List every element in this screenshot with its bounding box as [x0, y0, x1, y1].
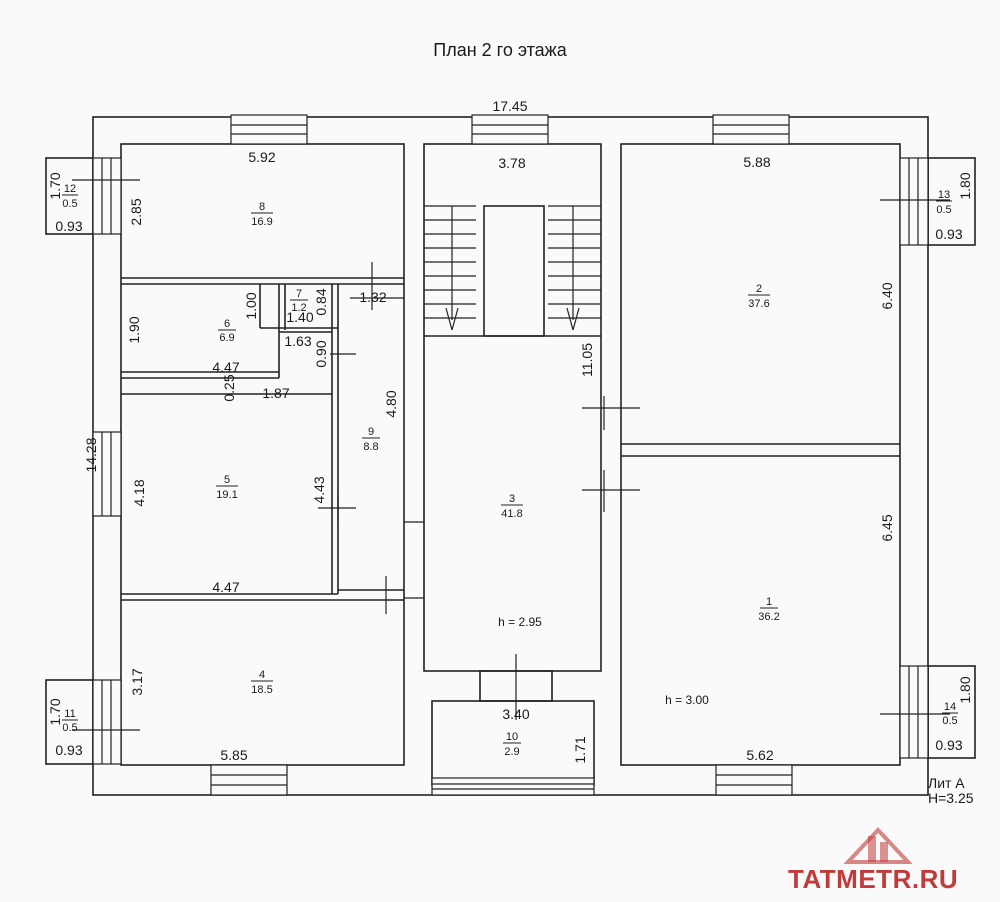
- svg-text:1.2: 1.2: [291, 302, 306, 314]
- room-label-4: 418.5: [251, 669, 273, 696]
- dim-b14-w: 0.93: [935, 737, 962, 753]
- svg-text:4: 4: [259, 669, 265, 681]
- dim-r8-w: 5.92: [248, 149, 275, 165]
- overall-width: 17.45: [492, 98, 527, 114]
- svg-text:6.9: 6.9: [219, 332, 234, 344]
- room-label-8: 816.9: [251, 201, 273, 228]
- svg-text:13: 13: [938, 189, 950, 201]
- room-label-11: 110.5: [62, 708, 78, 734]
- svg-text:36.2: 36.2: [758, 611, 779, 623]
- dim-r4-w: 5.85: [220, 747, 247, 763]
- stair-corridor: [423, 143, 602, 672]
- dim-r9-h: 4.80: [383, 390, 399, 417]
- svg-text:11: 11: [64, 708, 75, 720]
- svg-text:8.8: 8.8: [363, 441, 378, 453]
- room-label-7: 71.2: [290, 288, 308, 314]
- room-label-3: 341.8: [501, 493, 523, 520]
- svg-text:8: 8: [259, 201, 265, 213]
- dim-r2-w: 5.88: [743, 154, 770, 170]
- room-label-2: 237.6: [748, 283, 770, 310]
- dim-b12-w: 0.93: [55, 218, 82, 234]
- dim-b11-h: 1.70: [47, 698, 63, 725]
- dim-r8-h: 2.85: [128, 198, 144, 225]
- dim-r4-h: 3.17: [129, 668, 145, 695]
- dim-r7-w: 1.40: [286, 309, 313, 325]
- svg-text:41.8: 41.8: [501, 508, 522, 520]
- svg-text:37.6: 37.6: [748, 298, 769, 310]
- dim-r5-gap: 0.25: [221, 374, 237, 401]
- svg-text:16.9: 16.9: [251, 216, 272, 228]
- dim-r5-w2: 4.47: [212, 579, 239, 595]
- dim-r10-w: 3.40: [502, 706, 529, 722]
- room-label-13: 130.5: [936, 189, 952, 216]
- dim-r6-w: 4.47: [212, 359, 239, 375]
- svg-text:10: 10: [506, 731, 518, 743]
- dim-r1-w: 5.62: [746, 747, 773, 763]
- svg-text:14: 14: [944, 701, 956, 713]
- dim-stair-w: 3.78: [498, 155, 525, 171]
- svg-text:2: 2: [756, 283, 762, 295]
- svg-text:0.5: 0.5: [62, 198, 77, 210]
- room-label-5: 519.1: [216, 474, 238, 501]
- svg-text:0.5: 0.5: [942, 715, 957, 727]
- dim-b11-w: 0.93: [55, 742, 82, 758]
- dim-r1-h: 6.45: [879, 514, 895, 541]
- dim-r5-h: 4.18: [131, 479, 147, 506]
- height-r3: h = 2.95: [498, 615, 542, 629]
- door-marks: [72, 179, 950, 731]
- dim-b13-w: 0.93: [935, 226, 962, 242]
- svg-text:12: 12: [64, 183, 76, 195]
- svg-text:1: 1: [766, 596, 772, 608]
- dim-r6-w2: 1.63: [284, 333, 311, 349]
- room-label-9: 98.8: [362, 426, 380, 453]
- svg-text:7: 7: [296, 288, 302, 300]
- room-label-14: 140.5: [942, 701, 958, 727]
- room-labels: 136.2 237.6 341.8 418.5 519.1 66.9 71.2 …: [62, 183, 958, 758]
- walls: [45, 116, 976, 796]
- svg-text:9: 9: [368, 426, 374, 438]
- dim-r5-h2: 4.43: [311, 476, 327, 503]
- dim-r6-h: 1.90: [126, 316, 142, 343]
- dim-r5-w: 1.87: [262, 385, 289, 401]
- room-label-1: 136.2: [758, 596, 779, 623]
- svg-text:19.1: 19.1: [216, 489, 237, 501]
- right-block-inner: [620, 143, 901, 766]
- dim-r3-h: 11.05: [579, 343, 595, 377]
- room-label-10: 102.9: [503, 731, 521, 758]
- svg-text:2.9: 2.9: [504, 746, 519, 758]
- dim-r6-step: 1.00: [243, 292, 259, 319]
- dim-r2-h: 6.40: [879, 282, 895, 309]
- building-height: H=3.25: [928, 790, 974, 806]
- overall-height: 14.28: [83, 437, 99, 472]
- room-label-6: 66.9: [218, 318, 236, 344]
- svg-text:5: 5: [224, 474, 230, 486]
- dim-r10-h: 1.71: [572, 736, 588, 763]
- svg-text:6: 6: [224, 318, 230, 330]
- dim-b12-h: 1.70: [47, 172, 63, 199]
- dim-b13-h: 1.80: [957, 172, 973, 199]
- svg-text:0.5: 0.5: [936, 204, 951, 216]
- lit-label: Лит А H=3.25: [928, 776, 974, 806]
- watermark-text: TATMETR.RU: [788, 864, 959, 894]
- dim-b14-h: 1.80: [957, 676, 973, 703]
- stair-treads: [424, 205, 601, 331]
- watermark-logo-icon: [843, 827, 913, 864]
- dim-r6-h2: 0.90: [313, 340, 329, 367]
- lit-name: Лит А: [928, 775, 965, 791]
- height-r1: h = 3.00: [665, 693, 709, 707]
- plan-title: План 2 го этажа: [433, 40, 567, 60]
- dim-r7-h: 0.84: [313, 288, 329, 315]
- svg-text:3: 3: [509, 493, 515, 505]
- svg-text:0.5: 0.5: [62, 722, 77, 734]
- room-label-12: 120.5: [62, 183, 78, 210]
- dim-r7-side: 1.32: [359, 289, 386, 305]
- svg-text:18.5: 18.5: [251, 684, 272, 696]
- windows: [92, 114, 929, 796]
